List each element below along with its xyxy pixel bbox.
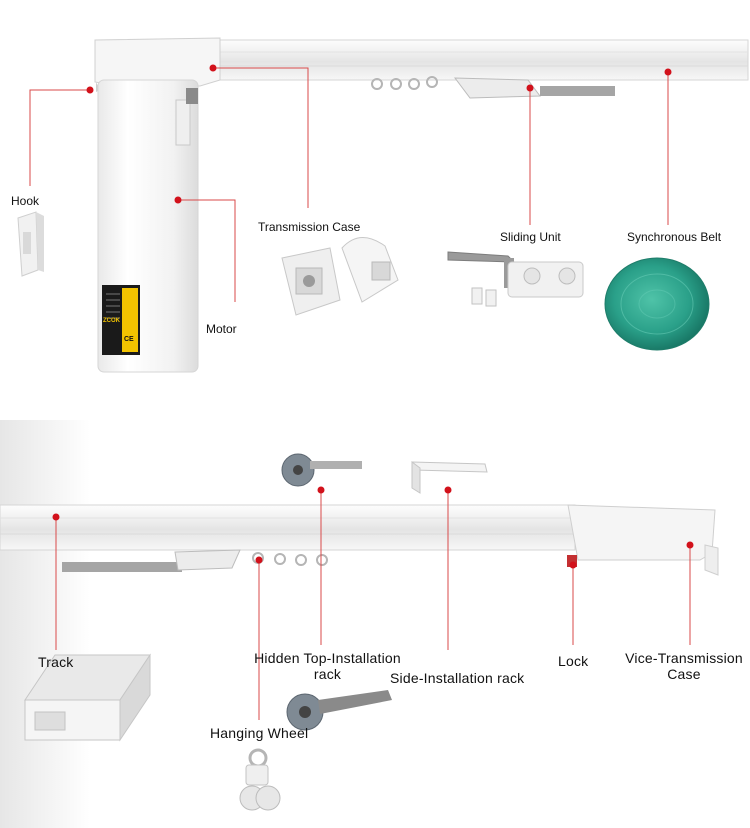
label-motor: Motor [206,322,237,336]
bottom-background [0,420,750,828]
label-sliding-unit: Sliding Unit [500,230,561,244]
hanging-wheel-product [239,748,281,811]
label-side-installation-rack: Side-Installation rack [390,670,525,686]
motor-sticker-ce: CE [124,336,134,343]
vice-transmission-case-product [567,504,719,576]
top-sliding-bracket [453,77,615,99]
hidden-top-rack-detail [286,690,392,731]
top-rail [209,39,749,81]
label-hidden-top-installation-rack-line1: Hidden Top-Installation [254,650,401,666]
label-hidden-top-installation-rack: Hidden Top-Installation rack [250,650,405,682]
leader-lines-bottom [55,490,691,720]
label-synchronous-belt: Synchronous Belt [627,230,722,244]
label-vice-transmission-case-line1: Vice-Transmission [625,650,743,666]
markers-bottom [52,486,694,569]
motor-sticker-brand: ZCOK [103,318,120,324]
markers-top [86,64,672,204]
bottom-rail [0,504,576,551]
hidden-top-rack-product [281,453,362,487]
label-vice-transmission-case-line2: Case [667,666,701,682]
bottom-bracket-under-rail [62,549,241,572]
top-hanging-rings [371,76,438,90]
label-hanging-wheel: Hanging Wheel [210,725,309,741]
label-transmission-case: Transmission Case [258,220,361,234]
label-hook: Hook [11,194,40,208]
hook-product [17,211,44,277]
synchronous-belt-product [604,257,710,351]
leader-lines-top [29,67,669,302]
track-profile-product [24,653,151,742]
label-lock: Lock [558,653,589,669]
label-track: Track [38,654,74,670]
side-installation-rack-product [411,461,488,494]
label-hidden-top-installation-rack-line2: rack [313,666,342,682]
motor-sticker [102,285,140,355]
bottom-hanging-rings [252,552,328,566]
transmission-case-product [281,237,399,316]
sliding-unit-product [447,251,584,307]
label-vice-transmission-case: Vice-Transmission Case [622,650,746,682]
